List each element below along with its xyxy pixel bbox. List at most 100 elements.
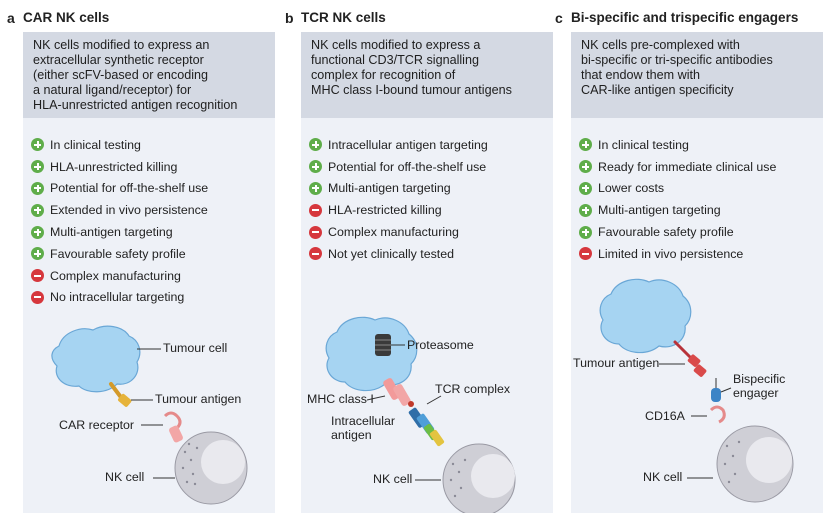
label-intracellular-antigen: Intracellular antigen <box>331 414 395 442</box>
panel-tcr-nk: b TCR NK cells NK cells modified to expr… <box>285 0 553 523</box>
pro-item: Extended in vivo persistence <box>31 199 208 221</box>
item-text: Lower costs <box>598 181 665 196</box>
label-tcr-complex: TCR complex <box>435 382 511 396</box>
minus-icon <box>309 225 322 239</box>
pros-cons-list: In clinical testing HLA-unrestricted kil… <box>31 134 208 308</box>
pro-item: Potential for off-the-shelf use <box>309 156 488 178</box>
description-line: a natural ligand/receptor) for <box>33 83 192 97</box>
plus-icon <box>579 181 592 195</box>
description-line: MHC class I-bound tumour antigens <box>311 83 512 97</box>
pro-item: HLA-unrestricted killing <box>31 156 208 178</box>
minus-icon <box>31 269 44 283</box>
con-item: No intracellular targeting <box>31 287 208 309</box>
label-tumour-cell: Tumour cell <box>163 341 228 355</box>
item-text: Intracellular antigen targeting <box>328 137 488 152</box>
tcr-complex-shape <box>408 407 445 447</box>
plus-icon <box>31 247 44 261</box>
panel-box: NK cells modified to express an extracel… <box>23 32 275 513</box>
item-text: Multi-antigen targeting <box>328 181 451 196</box>
plus-icon <box>579 203 592 217</box>
plus-icon <box>31 181 44 195</box>
minus-icon <box>309 203 322 217</box>
mhc-class-i-shape <box>383 378 411 406</box>
plus-icon <box>579 138 592 152</box>
pro-item: Multi-antigen targeting <box>31 221 208 243</box>
tumour-antigen-shape <box>109 382 125 402</box>
item-text: Potential for off-the-shelf use <box>50 181 209 196</box>
description-line: functional CD3/TCR signalling <box>311 53 479 67</box>
panel-engagers: c Bi-specific and trispecific engagers N… <box>555 0 823 523</box>
pro-item: In clinical testing <box>31 134 208 156</box>
panel-description: NK cells pre-complexed with bi-specific … <box>571 32 823 118</box>
tumour-cell-shape <box>325 316 418 392</box>
plus-icon <box>31 138 44 152</box>
item-text: Potential for off-the-shelf use <box>328 159 487 174</box>
minus-icon <box>31 290 44 304</box>
label-tumour-antigen: Tumour antigen <box>573 356 660 370</box>
description-line: NK cells pre-complexed with <box>581 38 740 52</box>
pro-item: Favourable safety profile <box>31 243 208 265</box>
panel-box: NK cells modified to express a functiona… <box>301 32 553 513</box>
label-line: Intracellular <box>331 414 396 428</box>
label-line: engager <box>733 386 779 400</box>
description-line: CAR-like antigen specificity <box>581 83 734 97</box>
minus-icon <box>579 247 592 261</box>
plus-icon <box>309 181 322 195</box>
panel-car-nk: a CAR NK cells NK cells modified to expr… <box>7 0 275 523</box>
label-nk-cell: NK cell <box>373 472 413 486</box>
panel-box: NK cells pre-complexed with bi-specific … <box>571 32 823 513</box>
pro-item: Potential for off-the-shelf use <box>31 178 208 200</box>
item-text: HLA-unrestricted killing <box>50 159 178 174</box>
con-item: Complex manufacturing <box>309 221 488 243</box>
item-text: Favourable safety profile <box>598 225 734 240</box>
item-text: Limited in vivo persistence <box>598 246 744 261</box>
car-receptor-shape <box>163 411 182 430</box>
label-proteasome: Proteasome <box>407 338 474 352</box>
plus-icon <box>31 160 44 174</box>
item-text: Complex manufacturing <box>50 268 181 283</box>
tumour-cell-shape <box>599 278 692 354</box>
pros-cons-list: In clinical testing Ready for immediate … <box>579 134 776 265</box>
plus-icon <box>31 225 44 239</box>
label-tumour-antigen: Tumour antigen <box>155 392 242 406</box>
description-line: extracellular synthetic receptor <box>33 53 204 67</box>
item-text: In clinical testing <box>598 137 689 152</box>
pros-cons-list: Intracellular antigen targeting Potentia… <box>309 134 488 265</box>
plus-icon <box>309 138 322 152</box>
con-item: Complex manufacturing <box>31 265 208 287</box>
plus-icon <box>579 225 592 239</box>
panel-description: NK cells modified to express an extracel… <box>23 32 275 118</box>
proteasome-icon <box>375 334 391 356</box>
panel-title: TCR NK cells <box>301 10 386 25</box>
bispecific-engager-shape <box>711 378 721 402</box>
panel-title: Bi-specific and trispecific engagers <box>571 10 799 25</box>
pro-item: Lower costs <box>579 178 776 200</box>
label-cd16a: CD16A <box>645 409 685 423</box>
item-text: Favourable safety profile <box>50 246 186 261</box>
description-line: complex for recognition of <box>311 68 456 82</box>
pro-item: Favourable safety profile <box>579 221 776 243</box>
tumour-cell-shape <box>51 325 141 393</box>
description-line: HLA-unrestricted antigen recognition <box>33 98 238 112</box>
con-item: Not yet clinically tested <box>309 243 488 265</box>
item-text: No intracellular targeting <box>50 290 185 305</box>
pro-item: Multi-antigen targeting <box>309 178 488 200</box>
item-text: In clinical testing <box>50 137 141 152</box>
nk-cell-shape <box>442 443 516 513</box>
label-mhc-class-i: MHC class I <box>307 392 374 406</box>
con-item: Limited in vivo persistence <box>579 243 776 265</box>
item-text: HLA-restricted killing <box>328 203 442 218</box>
item-text: Not yet clinically tested <box>328 246 455 261</box>
item-text: Multi-antigen targeting <box>598 203 721 218</box>
nk-cell-shape <box>716 425 794 503</box>
label-bispecific-engager: Bispecific engager <box>733 372 785 400</box>
panel-letter: b <box>285 10 294 26</box>
description-line: NK cells modified to express an <box>33 38 210 52</box>
con-item: HLA-restricted killing <box>309 199 488 221</box>
panel-letter: a <box>7 10 15 26</box>
label-line: antigen <box>331 428 372 442</box>
cd16a-shape <box>709 405 726 424</box>
plus-icon <box>579 160 592 174</box>
plus-icon <box>309 160 322 174</box>
label-line: Bispecific <box>733 372 786 386</box>
